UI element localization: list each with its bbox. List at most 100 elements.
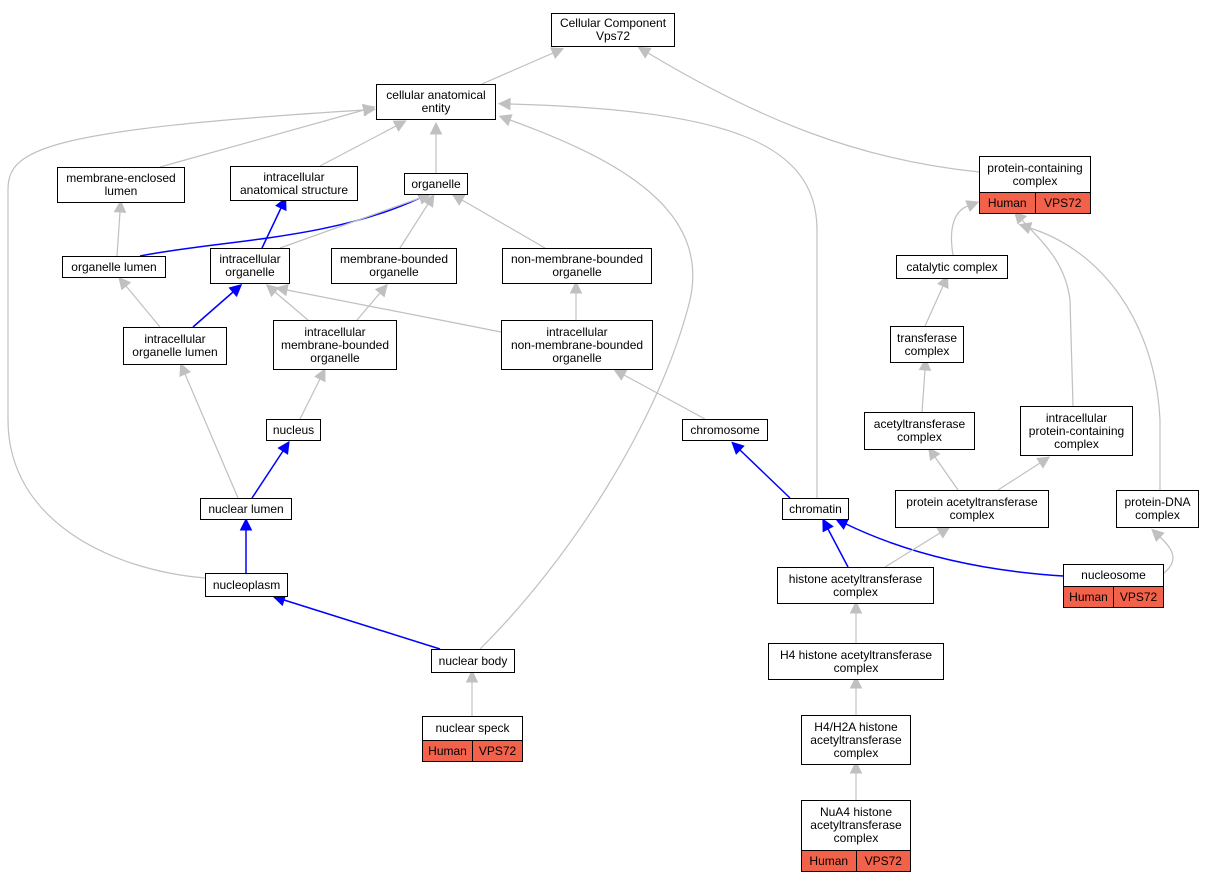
annotation-badges: Human VPS72 [980,192,1090,213]
node-catalytic-complex[interactable]: catalytic complex [896,255,1008,279]
annotation-badges: Human VPS72 [1064,586,1163,607]
node-h4-h2a-histone-acetyltransferase-complex[interactable]: H4/H2A histone acetyltransferase complex [801,715,911,765]
node-intracellular-non-membrane-bounded-organelle[interactable]: intracellular non-membrane-bounded organ… [501,320,653,370]
node-nuclear-body[interactable]: nuclear body [431,649,515,673]
edge-ol-mel [116,211,121,257]
edge-tc-cat [924,285,944,327]
edge-org-cae-arrowhead [429,121,443,135]
edge-ol-org [139,197,421,257]
node-label: organelle [411,176,461,191]
node-intracellular-protein-containing-complex[interactable]: intracellular protein-containing complex [1020,406,1133,456]
annotation-badges: Human VPS72 [423,740,522,761]
species-badge: Human [802,851,856,871]
node-membrane-bounded-organelle[interactable]: membrane-bounded organelle [331,248,457,284]
node-organelle[interactable]: organelle [404,173,468,195]
edge-cat-pcc-arrowhead [965,200,980,213]
edge-ipcc-pcc [1021,219,1074,407]
edge-nmbo-org-arrowhead [451,193,466,206]
node-label: intracellular anatomical structure [239,169,349,197]
node-label: intracellular membrane-bounded organelle [280,324,390,365]
edge-inmbo-io-arrowhead [275,283,289,297]
node-label: nucleosome [1081,568,1146,582]
node-label: NuA4 histone acetyltransferase complex [810,805,902,845]
edge-h4-hat-arrowhead [849,600,863,614]
edge-mbo-org [399,203,429,249]
node-label: acetyltransferase complex [873,417,966,444]
node-nuclear-lumen[interactable]: nuclear lumen [200,498,292,520]
node-nucleosome[interactable]: nucleosome Human VPS72 [1063,564,1164,608]
edge-nb-cae-arrowhead [498,114,513,127]
node-label: intracellular organelle [219,252,281,279]
node-protein-acetyltransferase-complex[interactable]: protein acetyltransferase complex [895,490,1049,528]
edge-nl-iol-arrowhead [179,362,191,377]
node-label: intracellular non-membrane-bounded organ… [510,324,644,365]
node-acetyltransferase-complex[interactable]: acetyltransferase complex [864,412,975,450]
edge-chrm-cae [509,103,818,498]
node-protein-containing-complex[interactable]: protein-containing complex Human VPS72 [979,156,1091,214]
edge-nuc-imbo-arrowhead [314,368,326,383]
node-intracellular-organelle-lumen[interactable]: intracellular organelle lumen [123,327,227,365]
edge-pat-atc [934,456,959,491]
node-label: nucleus [272,422,315,437]
node-cellular-component-root[interactable]: Cellular Component Vps72 [551,13,675,47]
node-label: protein acetyltransferase complex [906,495,1038,522]
node-label: membrane-bounded organelle [339,252,449,279]
node-h4-histone-acetyltransferase-complex[interactable]: H4 histone acetyltransferase complex [768,643,944,680]
node-label: intracellular protein-containing complex [1028,410,1125,451]
node-intracellular-anatomical-structure[interactable]: intracellular anatomical structure [230,166,358,201]
annotation-badges: Human VPS72 [802,850,910,871]
edge-iol-io-arrowhead [228,284,243,298]
edge-atc-tc-arrowhead [918,357,932,371]
edge-hat-chrm-arrowhead [822,518,834,533]
node-protein-dna-complex[interactable]: protein-DNA complex [1116,490,1199,528]
edge-hat-pat-arrowhead [936,526,951,539]
node-histone-acetyltransferase-complex[interactable]: histone acetyltransferase complex [777,567,934,604]
node-label: nuclear lumen [208,501,284,516]
node-label: transferase complex [896,330,958,358]
gene-badge: VPS72 [855,851,910,871]
edge-pat-atc-arrowhead [928,447,941,462]
node-nucleoplasm[interactable]: nucleoplasm [205,573,288,597]
edge-ias-cae [319,125,397,167]
edge-inmbo-nmbo-arrowhead [569,280,583,294]
edge-chrm-chr [739,449,791,499]
edge-nb-cae [479,119,694,650]
node-label: protein-DNA complex [1124,495,1191,522]
node-nuclear-speck[interactable]: nuclear speck Human VPS72 [422,716,523,762]
edge-cae-root [481,52,554,85]
node-transferase-complex[interactable]: transferase complex [890,326,964,363]
edge-h4h2a-h4-arrowhead [849,675,863,689]
edge-chrm-chr-arrowhead [731,441,745,455]
edge-io-org [279,197,421,249]
edge-pat-ipcc [997,462,1041,491]
node-label: nuclear body [438,653,508,668]
node-cellular-anatomical-entity[interactable]: cellular anatomical entity [376,84,496,120]
species-badge: Human [980,193,1035,213]
node-chromatin[interactable]: chromatin [782,498,849,520]
edge-hat-chrm [827,528,849,568]
node-organelle-lumen[interactable]: organelle lumen [62,256,166,278]
node-intracellular-membrane-bounded-organelle[interactable]: intracellular membrane-bounded organelle [273,320,397,370]
edge-nmbo-org [461,199,546,249]
node-membrane-enclosed-lumen[interactable]: membrane-enclosed lumen [57,167,185,203]
edge-nl-nuc-arrowhead [277,440,290,455]
edge-ns-nb-arrowhead [465,669,479,683]
edge-atc-tc [921,369,926,413]
edge-imbo-mbo-arrowhead [374,283,388,298]
edge-chrm-cae-arrowhead [497,97,511,111]
node-nucleus[interactable]: nucleus [266,419,321,441]
node-nua4-histone-acetyltransferase-complex[interactable]: NuA4 histone acetyltransferase complex H… [801,800,911,872]
node-chromosome[interactable]: chromosome [682,419,768,441]
gene-badge: VPS72 [472,741,522,761]
node-label: Cellular Component Vps72 [559,16,667,43]
edge-iol-io [192,291,234,328]
edge-tc-cat-arrowhead [937,274,949,290]
node-non-membrane-bounded-organelle[interactable]: non-membrane-bounded organelle [502,248,652,284]
node-intracellular-organelle[interactable]: intracellular organelle [210,248,290,284]
species-badge: Human [423,741,472,761]
edge-pcc-root-arrowhead [637,46,652,59]
edge-nuc-imbo [299,378,321,420]
gene-badge: VPS72 [1034,193,1090,213]
node-label: H4/H2A histone acetyltransferase complex [810,719,902,760]
